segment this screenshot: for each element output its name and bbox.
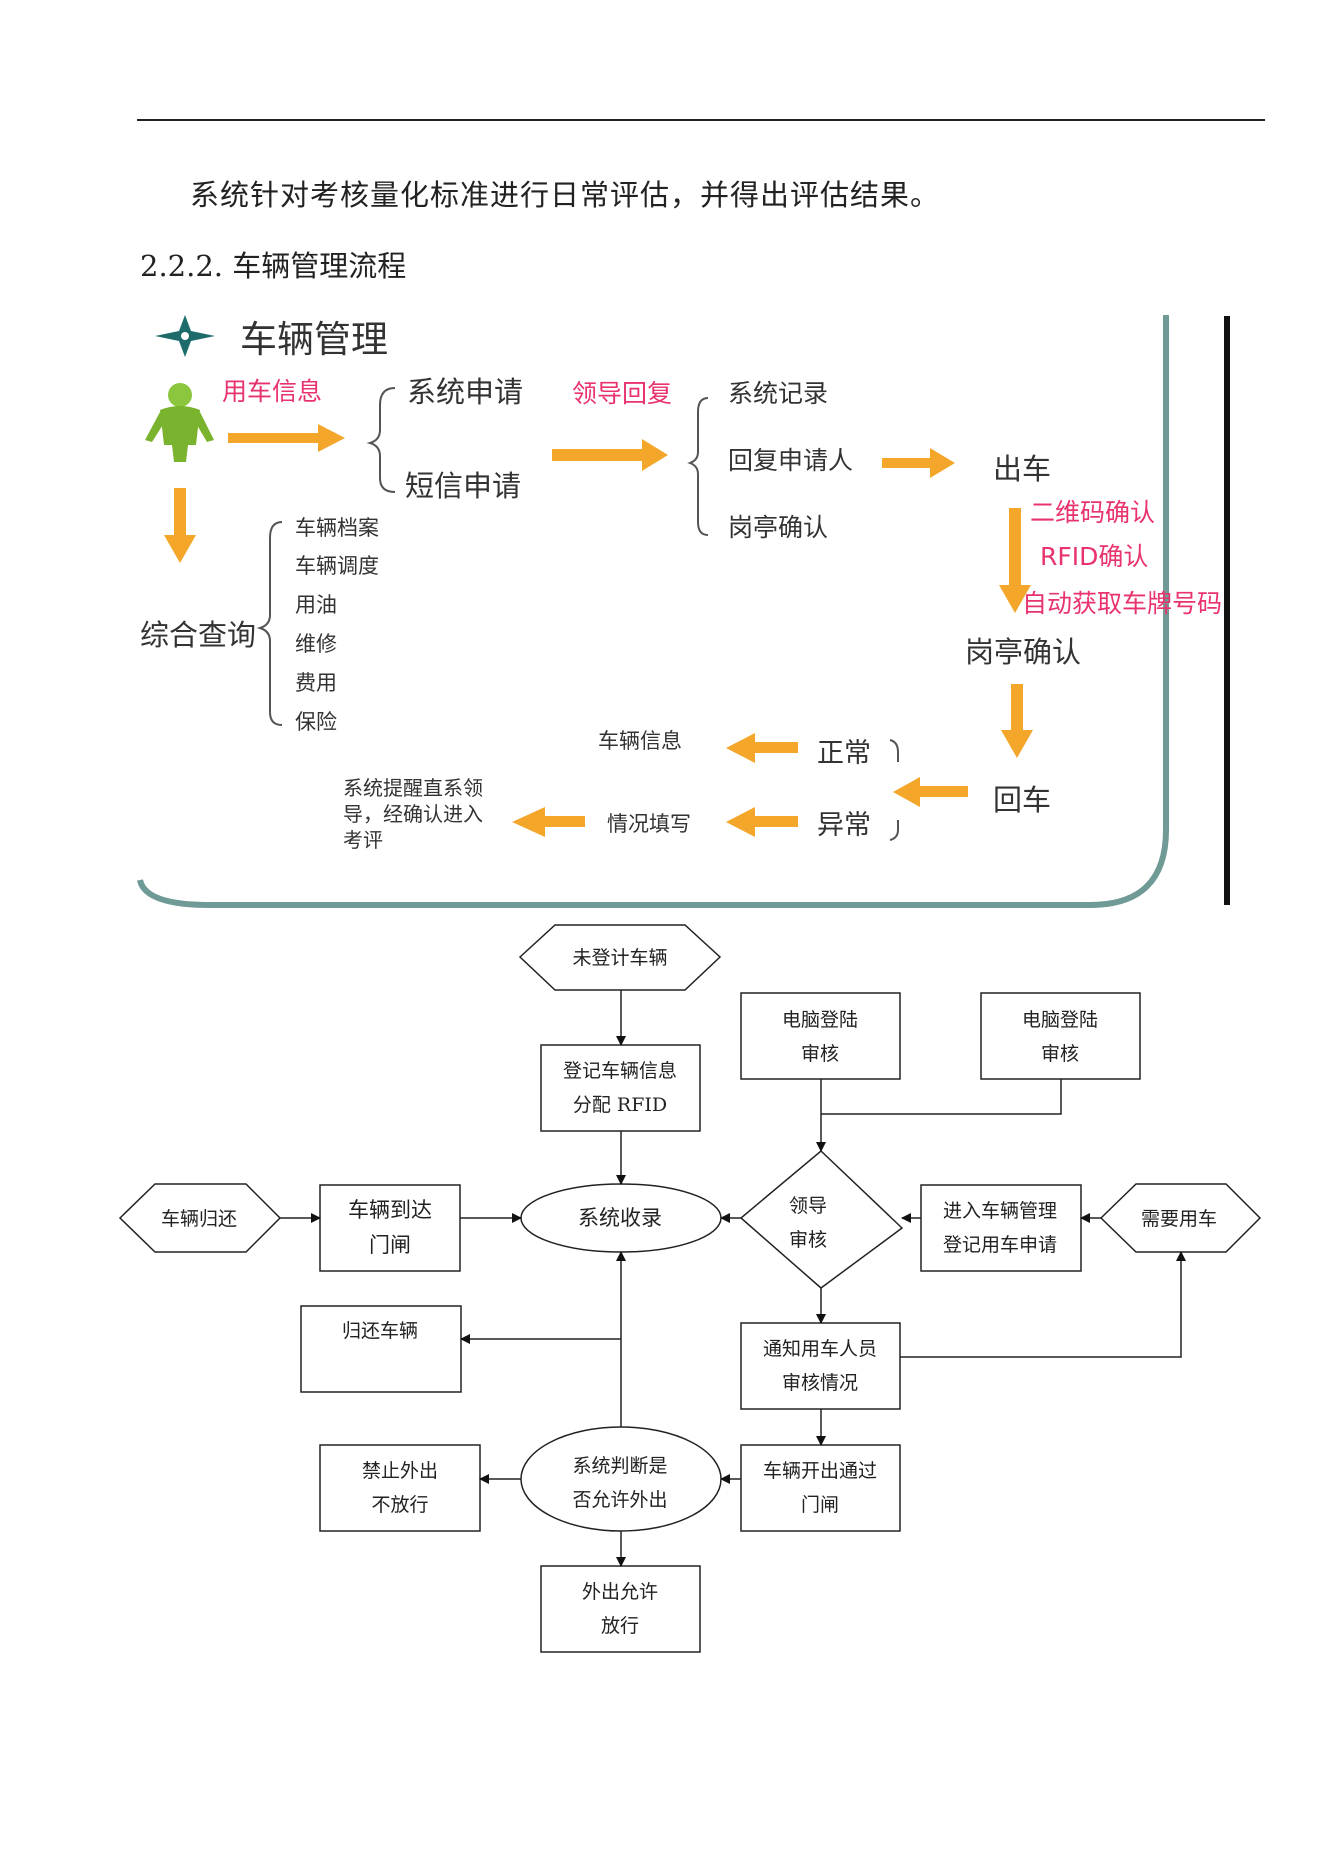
label-notify-1: 通知用车人员 xyxy=(763,1338,877,1360)
node-pc-login-2 xyxy=(980,992,1141,1080)
label-pc-login-2b: 审核 xyxy=(1041,1043,1079,1065)
label-allow-1: 外出允许 xyxy=(582,1581,658,1603)
remind-line-3: 考评 xyxy=(343,828,383,852)
reply-applicant-label: 回复申请人 xyxy=(728,446,853,475)
header-rule xyxy=(137,119,1265,121)
label-need-car: 需要用车 xyxy=(1141,1208,1217,1230)
label-judge-1: 系统判断是 xyxy=(572,1455,667,1477)
arrow-down-2 xyxy=(999,508,1031,613)
node-arrive-gate xyxy=(319,1184,461,1272)
brace-record xyxy=(687,397,709,536)
node-need-car xyxy=(1099,1183,1262,1253)
intro-paragraph: 系统针对考核量化标准进行日常评估，并得出评估结果。 xyxy=(190,178,941,212)
auto-plate-label: 自动获取车牌号码 xyxy=(1022,589,1222,618)
arrow-down-3 xyxy=(1001,684,1033,758)
right-bar xyxy=(1224,316,1230,905)
user-info-label: 用车信息 xyxy=(222,377,322,406)
normal-label: 正常 xyxy=(817,738,871,769)
node-judge xyxy=(520,1426,722,1532)
node-forbid xyxy=(319,1444,481,1532)
node-allow xyxy=(540,1565,701,1653)
sys-record-label: 系统记录 xyxy=(728,379,828,408)
label-unregistered: 未登计车辆 xyxy=(572,947,667,969)
query-label: 综合查询 xyxy=(140,618,256,652)
label-judge-2: 否允许外出 xyxy=(572,1489,667,1511)
abnormal-label: 异常 xyxy=(817,810,871,841)
return-car-label: 回车 xyxy=(993,783,1051,817)
label-register-2: 分配 RFID xyxy=(573,1094,667,1116)
arrow-left-4 xyxy=(512,807,585,837)
rfid-confirm-label: RFID确认 xyxy=(1040,542,1148,571)
sms-apply-label: 短信申请 xyxy=(405,469,521,503)
node-leader-review xyxy=(739,1149,904,1289)
flowchart-labels: 未登计车辆 登记车辆信息 分配 RFID 电脑登陆 审核 电脑登陆 审核 车辆归… xyxy=(161,947,1217,1637)
panel-border xyxy=(137,315,1169,908)
node-register xyxy=(540,1044,701,1132)
arrow-down-1 xyxy=(164,488,196,563)
node-pc-login-1 xyxy=(740,992,901,1080)
arrow-left-1 xyxy=(893,777,968,807)
leader-reply-label: 领导回复 xyxy=(572,379,672,408)
query-item-repair: 维修 xyxy=(295,632,337,656)
sys-apply-label: 系统申请 xyxy=(407,375,523,409)
label-pc-login-1a: 电脑登陆 xyxy=(782,1009,858,1031)
query-item-insurance: 保险 xyxy=(295,710,337,734)
node-return-vehicle xyxy=(300,1305,462,1393)
bracket-normal xyxy=(889,739,899,762)
remind-line-1: 系统提醒直系领 xyxy=(343,776,483,800)
label-exit-gate-1: 车辆开出通过 xyxy=(763,1460,877,1482)
query-item-fuel: 用油 xyxy=(295,593,337,617)
orange-arrows xyxy=(164,424,1033,837)
booth-confirm-label-2: 岗亭确认 xyxy=(965,635,1081,669)
query-item-cost: 费用 xyxy=(295,671,337,695)
label-forbid-1: 禁止外出 xyxy=(362,1460,438,1482)
person-icon xyxy=(145,383,214,462)
query-item-dispatch: 车辆调度 xyxy=(295,554,379,578)
booth-confirm-label-1: 岗亭确认 xyxy=(728,513,828,542)
label-exit-gate-2: 门闸 xyxy=(801,1494,839,1516)
node-notify xyxy=(740,1322,901,1410)
bracket-abnormal xyxy=(889,820,899,841)
remind-line-2: 导，经确认进入 xyxy=(343,802,483,826)
label-sys-record: 系统收录 xyxy=(578,1206,662,1230)
query-item-archive: 车辆档案 xyxy=(295,516,379,540)
connectors xyxy=(280,990,1186,1567)
arrow-right-3 xyxy=(882,448,955,478)
label-leader-review-2: 审核 xyxy=(789,1229,827,1251)
panel-title: 车辆管理 xyxy=(240,318,388,361)
brace-query xyxy=(256,521,283,726)
label-arrive-gate-2: 门闸 xyxy=(369,1233,411,1257)
node-enter-mgmt xyxy=(920,1184,1082,1272)
star-icon xyxy=(155,315,215,357)
label-register-1: 登记车辆信息 xyxy=(563,1060,677,1082)
arrow-right-1 xyxy=(228,424,345,452)
vehicle-management-panel: 车辆管理 用车信息 xyxy=(137,315,1230,908)
node-exit-gate xyxy=(740,1444,901,1532)
label-return-vehicle: 归还车辆 xyxy=(342,1320,418,1342)
label-notify-2: 审核情况 xyxy=(782,1372,858,1394)
label-enter-mgmt-1: 进入车辆管理 xyxy=(943,1200,1057,1222)
label-pc-login-1b: 审核 xyxy=(801,1043,839,1065)
label-arrive-gate-1: 车辆到达 xyxy=(348,1198,432,1222)
flowchart xyxy=(118,924,1262,1653)
brace-apply xyxy=(366,387,396,493)
label-forbid-2: 不放行 xyxy=(371,1494,428,1516)
fill-in-label: 情况填写 xyxy=(607,812,691,836)
depart-label: 出车 xyxy=(993,452,1051,486)
label-car-return: 车辆归还 xyxy=(161,1208,237,1230)
arrow-right-2 xyxy=(552,439,668,471)
label-allow-2: 放行 xyxy=(601,1615,639,1637)
arrow-left-2 xyxy=(726,733,798,763)
label-leader-review-1: 领导 xyxy=(789,1195,827,1217)
section-heading: 2.2.2. 车辆管理流程 xyxy=(140,249,407,283)
vehicle-info-label: 车辆信息 xyxy=(598,729,682,753)
braces xyxy=(256,387,899,841)
label-enter-mgmt-2: 登记用车申请 xyxy=(943,1234,1057,1256)
qr-confirm-label: 二维码确认 xyxy=(1030,498,1155,527)
arrow-left-3 xyxy=(726,807,798,837)
node-unregistered xyxy=(518,924,722,991)
label-pc-login-2a: 电脑登陆 xyxy=(1022,1009,1098,1031)
